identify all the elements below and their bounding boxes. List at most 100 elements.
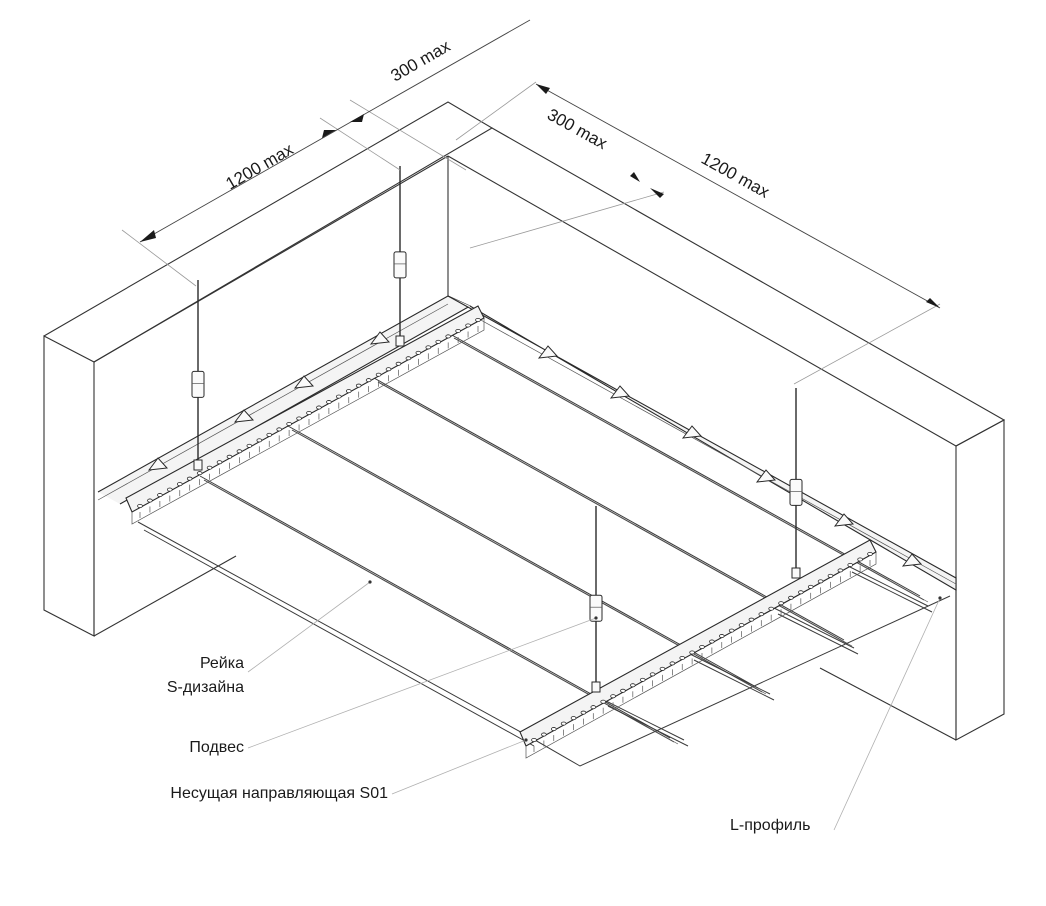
wall-clip: [609, 385, 631, 399]
rail-hole: [639, 677, 646, 682]
hanger-foot: [395, 335, 405, 347]
rail-hole: [375, 372, 382, 377]
rail-hole: [445, 334, 451, 339]
left-wall-inner-top: [93, 155, 449, 363]
rail-hole: [630, 683, 636, 688]
l-profile-right-edge: [469, 313, 957, 585]
leader-l-profile-dot: [938, 596, 942, 600]
label-carrier: Несущая направляющая S01: [170, 785, 388, 802]
ext-line-3: [349, 99, 467, 171]
rail-hole: [286, 421, 292, 426]
rail-hole: [276, 427, 282, 432]
dim-right-baseline: [535, 83, 941, 309]
ext-line-6: [793, 303, 941, 385]
rail-hole: [425, 345, 432, 350]
rail-hole: [738, 623, 745, 628]
leaders: [247, 580, 942, 831]
arrow-right-mid2: [650, 188, 664, 198]
rail-hole: [157, 493, 163, 498]
rail-hole: [541, 732, 547, 737]
rail-hole: [365, 378, 372, 383]
rail-holes: [137, 317, 873, 752]
leader-slat: [247, 581, 371, 673]
leader-carrier-dot: [524, 738, 528, 742]
left-wall-top: [43, 101, 494, 363]
rail-hole: [226, 454, 233, 459]
room-walls: [43, 101, 1006, 741]
right-wall-end: [955, 419, 1005, 741]
hanger-clip: [589, 594, 603, 622]
rail-hole: [827, 573, 834, 578]
rail-hole: [395, 361, 402, 366]
arrow-left-start: [140, 230, 156, 242]
slat-tip: [607, 705, 689, 747]
ext-line-1: [121, 229, 197, 287]
arrow-right-mid: [630, 172, 640, 182]
rail-hole: [798, 590, 804, 595]
rail-hole: [550, 727, 557, 732]
wall-clip: [833, 513, 855, 527]
wall-clips: [147, 331, 923, 567]
rail-hole: [867, 552, 873, 557]
dimension-lines: [121, 19, 941, 385]
dim-span-right: 1200 max: [698, 149, 773, 202]
slat-tip: [689, 653, 771, 695]
slat-line: [381, 383, 853, 647]
rail-hole: [256, 438, 263, 443]
rail-hole: [728, 628, 735, 633]
slat-tip: [847, 565, 929, 607]
left-wall-bottom: [93, 555, 237, 637]
rail-hole: [306, 410, 312, 415]
dim-edge-right: 300 max: [544, 105, 611, 153]
rail-hole: [768, 606, 774, 611]
rail-hole: [748, 617, 755, 622]
rail-hole: [718, 634, 725, 639]
arrow-right-end: [926, 298, 940, 308]
right-wall-inner-top: [447, 155, 957, 447]
slat-tip: [603, 699, 685, 741]
rail-hole: [415, 350, 422, 355]
rail-hole: [531, 738, 537, 743]
rail-hole: [570, 716, 577, 721]
rail-hole: [137, 503, 143, 508]
rail-hole: [600, 699, 606, 704]
rail-hole: [778, 601, 784, 606]
hanger-foot: [591, 681, 601, 693]
ext-line-5: [469, 191, 665, 249]
dim-span-left: 1200 max: [223, 139, 298, 193]
rail-hole: [847, 562, 854, 567]
rail-hole: [345, 389, 352, 394]
hanger-clip: [191, 370, 205, 398]
wall-clip: [147, 457, 169, 471]
wall-clip: [293, 375, 315, 389]
slat-tip: [777, 613, 859, 655]
slat-line: [207, 481, 679, 745]
hanger-foot: [791, 567, 801, 579]
rail-hole: [649, 672, 656, 677]
rail-hole: [246, 443, 253, 448]
rail-hole: [788, 595, 794, 600]
rail-hole: [689, 650, 695, 655]
rail-hole: [817, 579, 824, 584]
ext-line-4: [455, 81, 537, 141]
rail-hole: [266, 432, 273, 437]
rail-hole: [186, 476, 193, 481]
carrier-front-top: [519, 539, 877, 747]
rail-hole: [620, 688, 626, 693]
dim-edge-left: 300 max: [388, 36, 454, 85]
arrow-left-mid: [322, 130, 336, 138]
rail-hole: [405, 356, 412, 361]
label-slat-line2: S-дизайна: [167, 679, 244, 696]
l-profile-left-edge: [97, 303, 449, 501]
slat-tip: [773, 607, 855, 649]
rail-hole: [560, 721, 567, 726]
rail-hole: [147, 498, 153, 503]
rail-hole: [176, 482, 183, 487]
arrow-right-start: [536, 84, 550, 94]
wall-clip: [681, 425, 703, 439]
leader-hanger: [247, 617, 597, 749]
label-slat-line1: Рейка: [200, 655, 244, 672]
rail-hole: [758, 612, 765, 617]
